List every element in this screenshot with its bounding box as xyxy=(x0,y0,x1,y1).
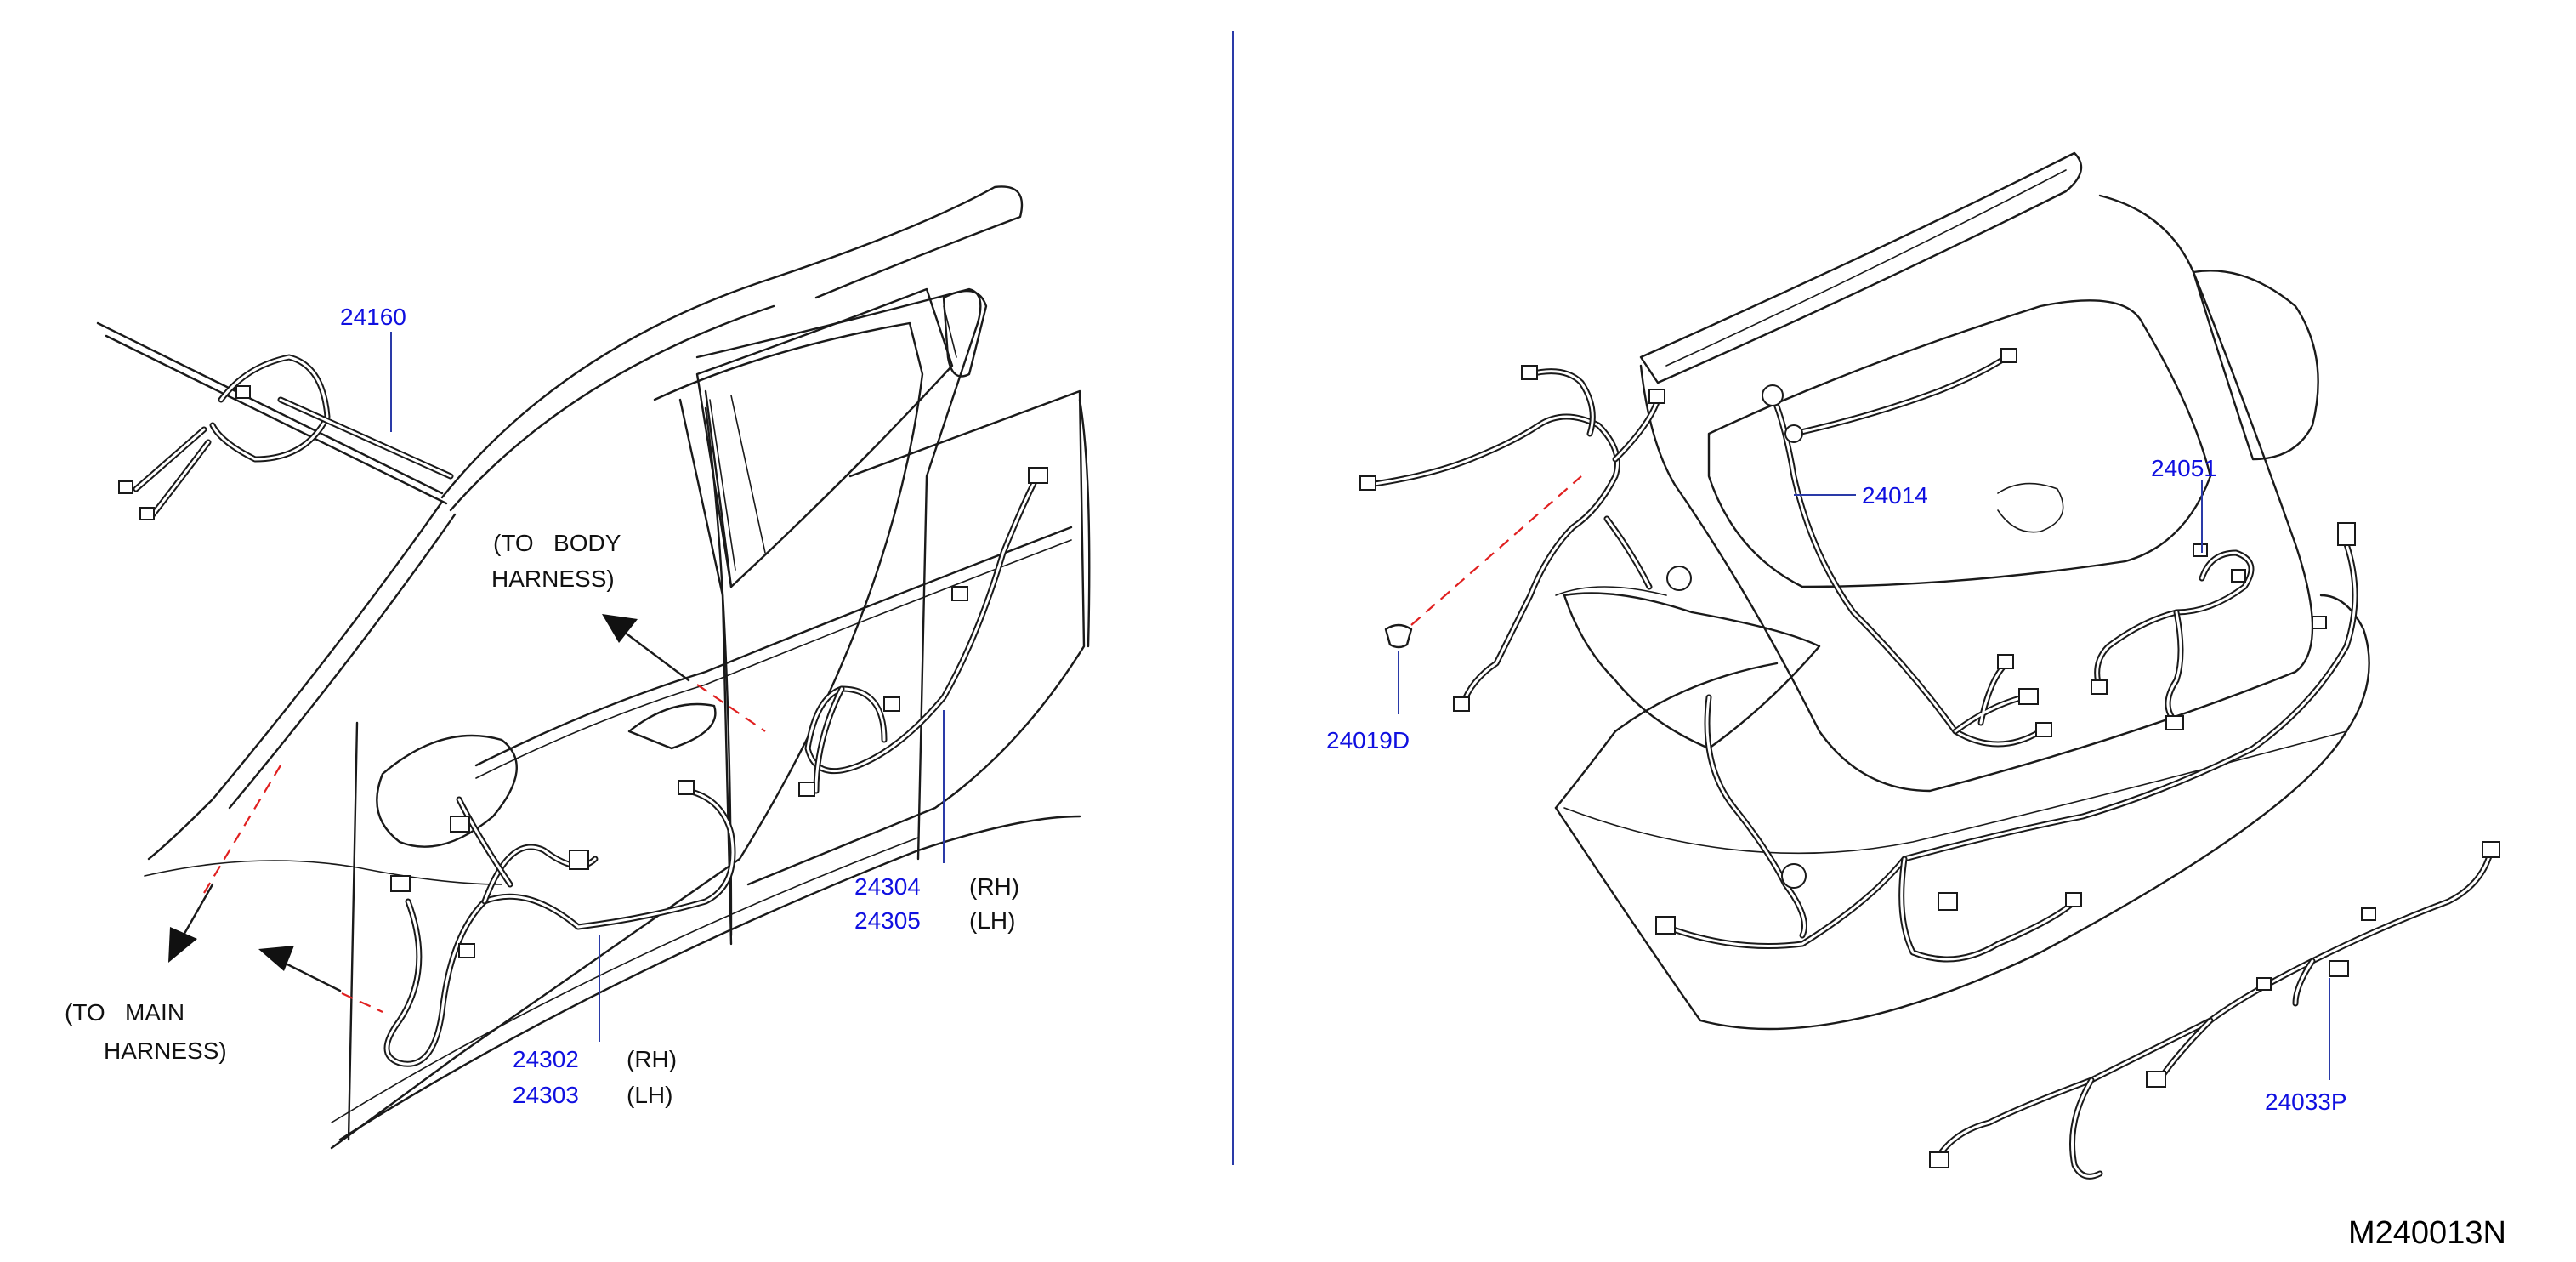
harness-24160 xyxy=(118,354,454,520)
side-label-lh-24305: (LH) xyxy=(969,907,1015,934)
callout-24033P: 24033P xyxy=(2265,1089,2347,1115)
drawing-code: M240013N xyxy=(2348,1215,2506,1251)
clip-24019D xyxy=(1384,475,1582,649)
callout-24051: 24051 xyxy=(2151,455,2217,481)
grommet-icon xyxy=(1784,424,1803,443)
harness-24302 xyxy=(383,780,736,1067)
connector-icon xyxy=(458,943,475,958)
grommet-icon xyxy=(1781,863,1807,889)
arrow-to-body-icon xyxy=(602,614,638,643)
door-harness-illustration xyxy=(96,185,1091,1150)
connector-icon xyxy=(450,816,470,833)
connector-icon xyxy=(2361,907,2376,921)
callout-24160: 24160 xyxy=(340,304,406,330)
connector-icon xyxy=(2482,841,2500,858)
callout-24014: 24014 xyxy=(1862,482,1928,509)
arrow-to-main-icon xyxy=(168,927,197,963)
side-label-rh-24304: (RH) xyxy=(969,873,1019,900)
connector-icon xyxy=(678,780,695,795)
connector-icon xyxy=(2035,722,2052,737)
callout-24303: 24303 xyxy=(513,1082,579,1108)
harness-24033P xyxy=(1929,841,2500,1180)
arrow-mirror-shaft xyxy=(279,959,342,992)
body-harness xyxy=(1359,365,2358,963)
connector-icon xyxy=(2337,522,2356,546)
connector-icon xyxy=(951,586,968,601)
clip-icon xyxy=(2256,977,2272,991)
phantom-line-to-body xyxy=(696,684,766,732)
connector-icon xyxy=(2165,715,2184,730)
arrow-to-body-shaft xyxy=(619,628,690,682)
grommet-icon xyxy=(1666,566,1692,591)
callout-24302: 24302 xyxy=(513,1046,579,1072)
connector-icon xyxy=(1521,365,1538,380)
connector-icon xyxy=(2091,679,2108,695)
connector-icon xyxy=(2231,569,2246,583)
harness-24051 xyxy=(2091,543,2255,730)
connector-icon xyxy=(390,875,411,892)
connector-icon xyxy=(1929,1151,1949,1168)
connector-icon xyxy=(235,385,251,399)
side-label-lh-24303: (LH) xyxy=(627,1082,672,1108)
connector-icon xyxy=(798,782,815,797)
clip-icon xyxy=(2312,616,2327,629)
callout-24305: 24305 xyxy=(854,907,921,934)
connector-icon xyxy=(1028,467,1048,484)
grommet-icon xyxy=(1762,384,1784,406)
side-label-rh-24302: (RH) xyxy=(627,1046,677,1072)
connector-icon xyxy=(1359,475,1376,491)
connector-icon xyxy=(1938,892,1958,911)
note-to-main-line1: (TO MAIN xyxy=(65,999,184,1026)
callout-24304: 24304 xyxy=(854,873,921,900)
connector-icon xyxy=(139,507,155,520)
harness-24304 xyxy=(798,467,1048,797)
connector-icon xyxy=(1997,654,2014,669)
connector-icon xyxy=(2193,543,2208,557)
note-to-body-line1: (TO BODY xyxy=(493,530,621,556)
connector-icon xyxy=(883,696,900,712)
harness-24014 xyxy=(1762,348,2052,748)
connector-icon xyxy=(2000,348,2017,363)
connector-icon xyxy=(1648,389,1665,404)
grommet-icon xyxy=(569,850,589,870)
arrow-mirror-icon xyxy=(258,946,294,971)
back-door-illustration xyxy=(1554,151,2370,1031)
phantom-line-to-main xyxy=(203,765,281,894)
connector-icon xyxy=(2065,892,2082,907)
connector-icon xyxy=(2018,688,2039,705)
note-to-main-line2: HARNESS) xyxy=(104,1037,227,1064)
connector-icon xyxy=(1655,916,1676,935)
phantom-line-mirror xyxy=(341,992,383,1013)
note-to-body-line2: HARNESS) xyxy=(491,566,615,592)
connector-icon xyxy=(2329,960,2349,977)
connector-icon xyxy=(2146,1071,2166,1088)
connector-icon xyxy=(118,480,133,494)
callout-24019D: 24019D xyxy=(1326,727,1410,753)
connector-icon xyxy=(1453,696,1470,712)
